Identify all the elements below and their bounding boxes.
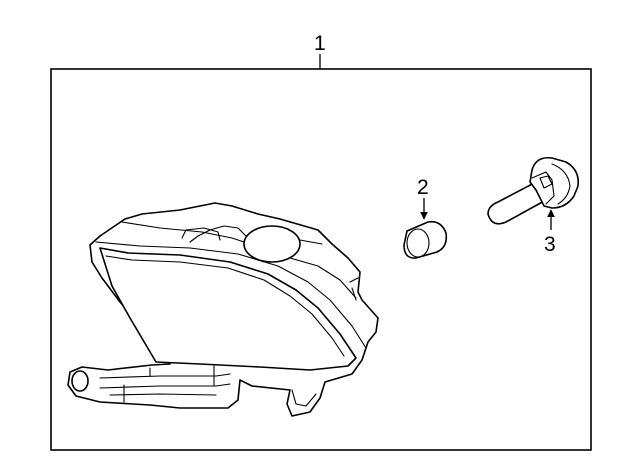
callout-1-label: 1 <box>314 32 326 55</box>
rear-cap-edge <box>189 225 247 243</box>
lens-inner-rim <box>105 255 345 357</box>
fog-lamp-assembly <box>67 202 379 417</box>
mount-bracket-tick <box>123 365 215 403</box>
bulb-glass <box>487 181 547 225</box>
mount-bracket-lines <box>99 373 231 396</box>
lower-tab <box>291 389 317 407</box>
callout-2-label: 2 <box>417 176 429 199</box>
lamp-lens <box>99 247 357 371</box>
right-tab <box>349 277 359 301</box>
mount-hole <box>71 370 89 392</box>
housing-ridge <box>95 241 367 349</box>
fog-bulb <box>487 156 580 225</box>
bulb-socket-cap <box>403 220 448 259</box>
bulb-base-ring <box>551 163 571 205</box>
assembly-frame <box>50 68 592 451</box>
rear-cap <box>243 225 301 263</box>
rear-cap-detail <box>299 239 323 245</box>
top-tab <box>181 227 221 241</box>
bulb-collar <box>531 171 555 205</box>
bulb-terminal <box>539 175 553 189</box>
callout-3-label: 3 <box>544 233 556 256</box>
